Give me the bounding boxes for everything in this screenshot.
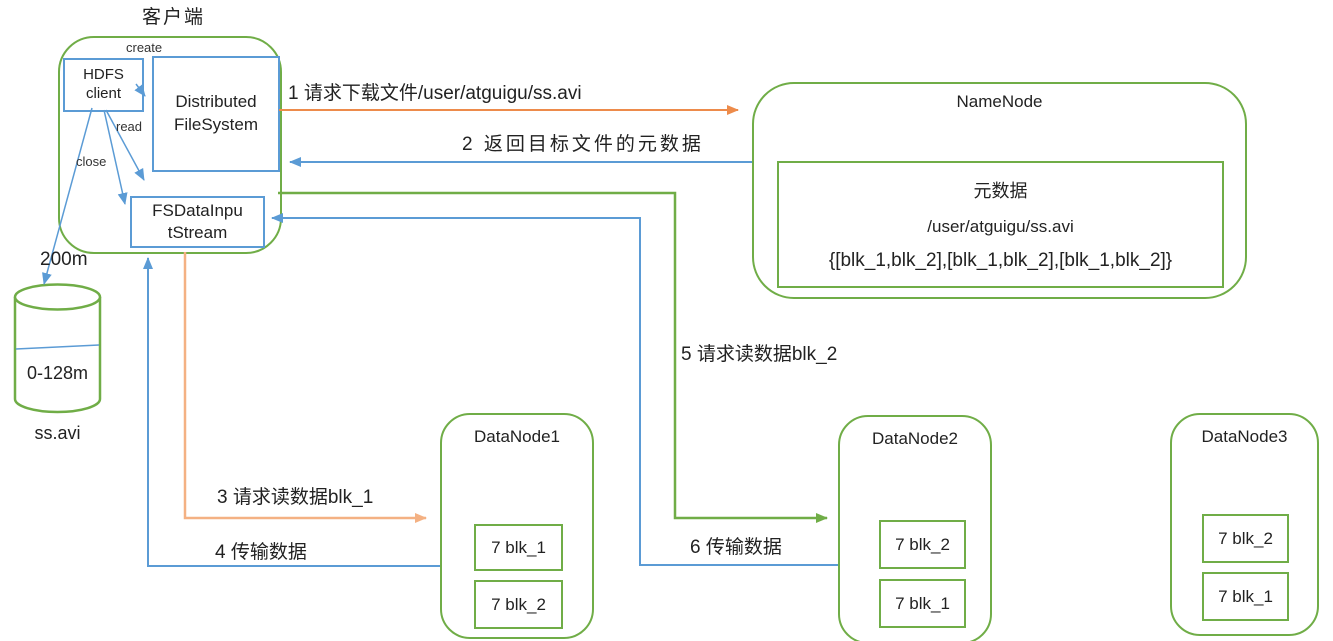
file-size-label: 200m	[40, 249, 88, 270]
file-name-label: ss.avi	[34, 423, 81, 443]
distributed-filesystem-box: Distributed FileSystem	[152, 56, 280, 172]
fsdis-label-line1: FSDataInpu	[152, 200, 243, 220]
fsdatainputstream-box: FSDataInpu tStream	[130, 196, 265, 248]
datanode2-title: DataNode2	[871, 429, 958, 448]
close-label: close	[76, 154, 107, 169]
arrow-step4-transfer-data	[143, 257, 440, 567]
cylinder-divider-line	[15, 344, 100, 350]
namenode-title: NameNode	[956, 92, 1043, 111]
fsdis-label-line2: tStream	[167, 223, 228, 242]
cylinder-top	[13, 283, 102, 311]
dfs-label-line1: Distributed	[175, 92, 257, 112]
datanode1-title: DataNode1	[473, 427, 560, 446]
step3-label: 3 请求读数据blk_1	[217, 487, 374, 508]
datanode1-block1: 7 blk_1	[474, 524, 563, 571]
datanode3-container: DataNode3 7 blk_2 7 blk_1	[1170, 413, 1319, 636]
metadata-box: 元数据 /user/atguigu/ss.avi {[blk_1,blk_2],…	[777, 161, 1224, 288]
metadata-path: /user/atguigu/ss.avi	[927, 216, 1074, 236]
hdfs-client-label-line1: HDFS	[83, 66, 124, 84]
hdfs-client-label-line2: client	[85, 85, 122, 102]
datanode3-title: DataNode3	[1201, 427, 1288, 446]
step1-label: 1 请求下载文件/user/atguigu/ss.avi	[288, 83, 582, 104]
client-title: 客户端	[142, 7, 206, 28]
create-label: create	[126, 40, 163, 55]
hdfs-client-box: HDFS client	[63, 58, 144, 112]
step5-label: 5 请求读数据blk_2	[681, 344, 838, 365]
step6-label: 6 传输数据	[690, 537, 782, 558]
cylinder-body	[13, 297, 102, 414]
datanode3-block1: 7 blk_2	[1202, 514, 1289, 563]
file-range-label: 0-128m	[26, 363, 89, 383]
read-label: read	[116, 119, 143, 134]
datanode3-block2: 7 blk_1	[1202, 572, 1289, 621]
datanode2-container: DataNode2 7 blk_2 7 blk_1	[838, 415, 992, 641]
metadata-blocks: {[blk_1,blk_2],[blk_1,blk_2],[blk_1,blk_…	[828, 250, 1173, 272]
dfs-label-line2: FileSystem	[173, 115, 259, 134]
metadata-title: 元数据	[973, 180, 1028, 201]
datanode1-block2: 7 blk_2	[474, 580, 563, 629]
datanode2-block2: 7 blk_1	[879, 579, 966, 628]
arrow-step3-read-blk1	[183, 252, 427, 523]
datanode1-container: DataNode1 7 blk_1 7 blk_2	[440, 413, 594, 639]
step4-label: 4 传输数据	[215, 542, 307, 563]
step2-label: 2 返回目标文件的元数据	[462, 134, 704, 155]
datanode2-block1: 7 blk_2	[879, 520, 966, 569]
